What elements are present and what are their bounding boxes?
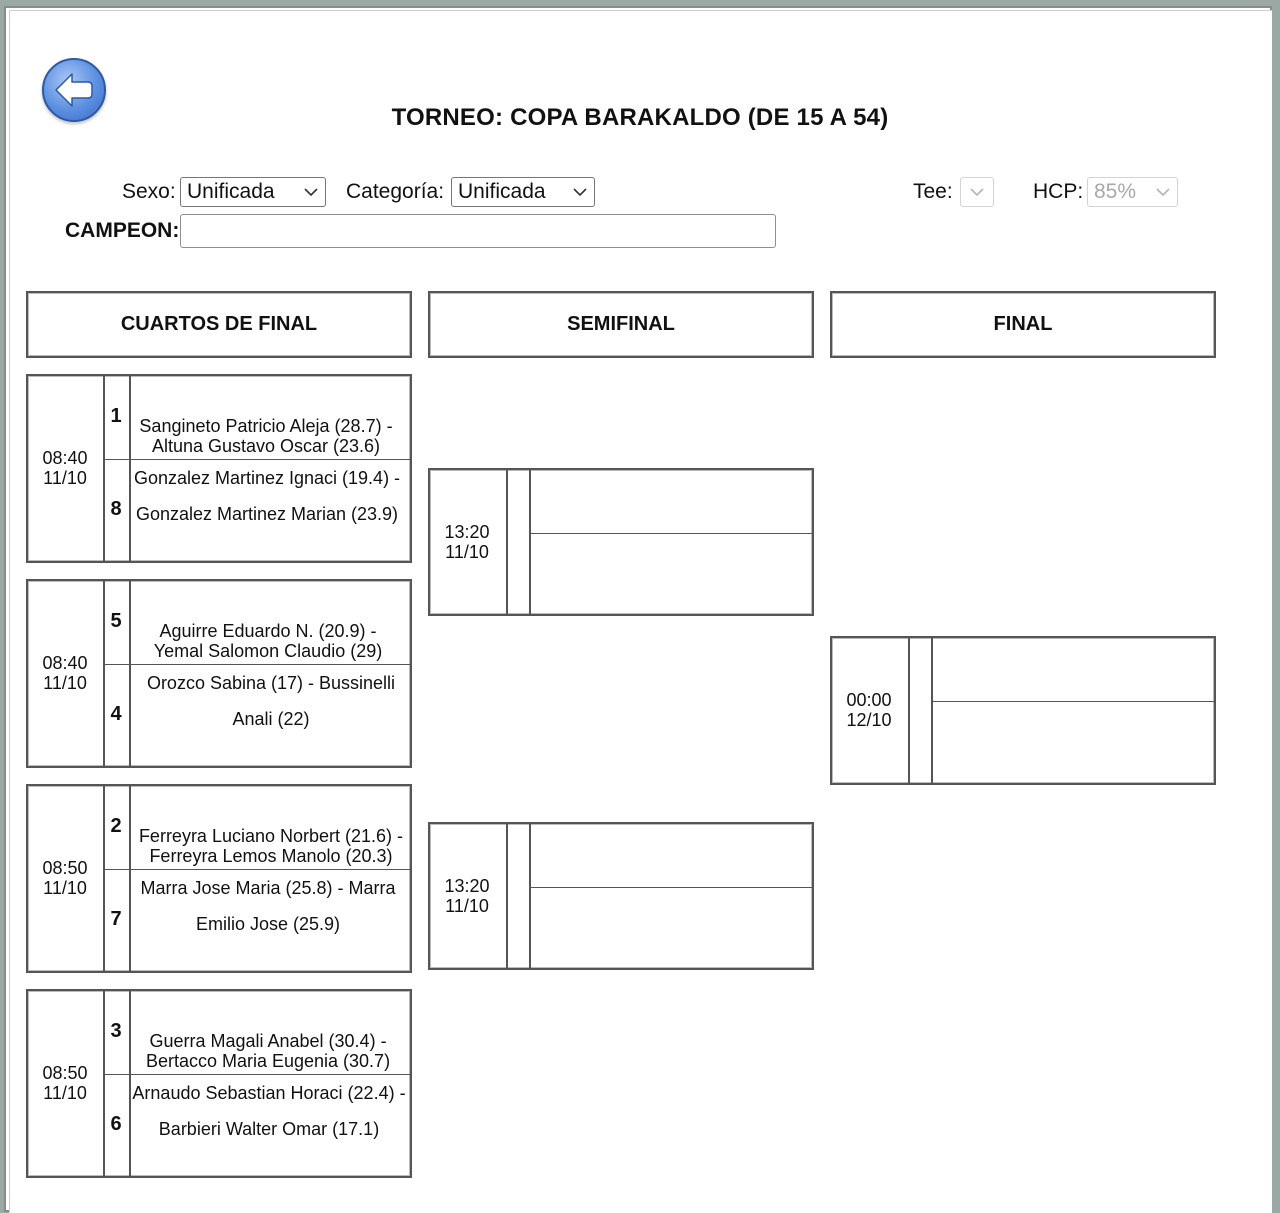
quarterfinal-match-2[interactable]: 08:40 11/10 5 4 Aguirre Eduardo N. (20.9… — [26, 579, 412, 768]
divider — [103, 991, 105, 1176]
match-time: 13:20 — [444, 876, 490, 896]
back-button[interactable] — [42, 58, 106, 122]
chevron-down-icon — [573, 188, 587, 197]
hcp-label: HCP: — [1033, 180, 1084, 203]
team-top[interactable]: Guerra Magali Anabel (30.4) - Bertacco M… — [145, 1031, 391, 1071]
match-date: 11/10 — [43, 468, 87, 488]
divider — [529, 824, 531, 968]
seed-number: 3 — [110, 1020, 122, 1042]
seed-number: 8 — [110, 498, 122, 520]
divider — [931, 638, 933, 783]
seed-number: 2 — [110, 815, 122, 837]
sexo-value: Unificada — [187, 180, 275, 203]
match-time: 08:50 — [42, 1063, 88, 1083]
match-date: 12/10 — [846, 710, 892, 730]
team-bottom[interactable]: Gonzalez Martinez Ignaci (19.4) - Gonzal… — [133, 468, 401, 524]
round-header-semifinal: SEMIFINAL — [428, 291, 814, 358]
match-date: 11/10 — [43, 878, 87, 898]
divider — [103, 376, 105, 561]
round-header-cuartos: CUARTOS DE FINAL — [26, 291, 412, 358]
hcp-value: 85% — [1094, 180, 1137, 203]
divider — [103, 581, 105, 766]
divider — [531, 887, 812, 888]
match-date: 11/10 — [43, 673, 87, 693]
divider — [129, 786, 131, 971]
team-bottom[interactable]: Marra Jose Maria (25.8) - Marra Emilio J… — [140, 878, 396, 934]
round-header-final: FINAL — [830, 291, 1216, 358]
divider — [933, 701, 1214, 702]
divider — [105, 664, 410, 665]
semifinal-match-1[interactable]: 13:20 11/10 — [428, 468, 814, 616]
divider — [908, 638, 910, 783]
seed-number: 4 — [110, 703, 122, 725]
hcp-select[interactable]: 85% — [1087, 177, 1178, 207]
seed-number: 7 — [110, 908, 122, 930]
divider — [103, 786, 105, 971]
tee-select[interactable] — [960, 177, 994, 207]
divider — [506, 470, 508, 614]
divider — [531, 533, 812, 534]
seed-number: 1 — [110, 405, 122, 427]
divider — [129, 991, 131, 1176]
team-bottom[interactable]: Arnaudo Sebastian Horaci (22.4) - Barbie… — [132, 1083, 406, 1139]
divider — [105, 459, 410, 460]
team-top[interactable]: Ferreyra Luciano Norbert (21.6) - Ferrey… — [138, 826, 404, 866]
chevron-down-icon — [970, 188, 984, 197]
campeon-label: CAMPEON: — [65, 219, 180, 242]
divider — [105, 1074, 410, 1075]
seed-number: 5 — [110, 610, 122, 632]
divider — [529, 470, 531, 614]
categoria-label: Categoría: — [346, 180, 445, 203]
match-time: 08:40 — [42, 653, 88, 673]
semifinal-match-2[interactable]: 13:20 11/10 — [428, 822, 814, 970]
match-time: 08:40 — [42, 448, 88, 468]
match-time: 00:00 — [846, 690, 892, 710]
divider — [129, 376, 131, 561]
chevron-down-icon — [1156, 188, 1170, 197]
categoria-value: Unificada — [458, 180, 546, 203]
divider — [506, 824, 508, 968]
match-time: 08:50 — [42, 858, 88, 878]
quarterfinal-match-3[interactable]: 08:50 11/10 2 7 Ferreyra Luciano Norbert… — [26, 784, 412, 973]
campeon-field[interactable] — [180, 214, 776, 248]
match-date: 11/10 — [445, 542, 489, 562]
match-date: 11/10 — [43, 1083, 87, 1103]
team-top[interactable]: Aguirre Eduardo N. (20.9) - Yemal Salomo… — [153, 621, 383, 661]
quarterfinal-match-1[interactable]: 08:40 11/10 1 8 Sangineto Patricio Aleja… — [26, 374, 412, 563]
divider — [129, 581, 131, 766]
quarterfinal-match-4[interactable]: 08:50 11/10 3 6 Guerra Magali Anabel (30… — [26, 989, 412, 1178]
match-date: 11/10 — [445, 896, 489, 916]
tee-label: Tee: — [913, 180, 953, 203]
team-bottom[interactable]: Orozco Sabina (17) - Bussinelli Anali (2… — [146, 673, 396, 729]
chevron-down-icon — [304, 188, 318, 197]
final-match[interactable]: 00:00 12/10 — [830, 636, 1216, 785]
page-title: TORNEO: COPA BARAKALDO (DE 15 A 54) — [391, 104, 889, 131]
categoria-select[interactable]: Unificada — [451, 177, 595, 207]
sexo-select[interactable]: Unificada — [180, 177, 326, 207]
team-top[interactable]: Sangineto Patricio Aleja (28.7) - Altuna… — [139, 416, 393, 456]
seed-number: 6 — [110, 1113, 122, 1135]
divider — [105, 869, 410, 870]
sexo-label: Sexo: — [122, 180, 176, 203]
match-time: 13:20 — [444, 522, 490, 542]
arrow-left-icon — [55, 73, 93, 107]
